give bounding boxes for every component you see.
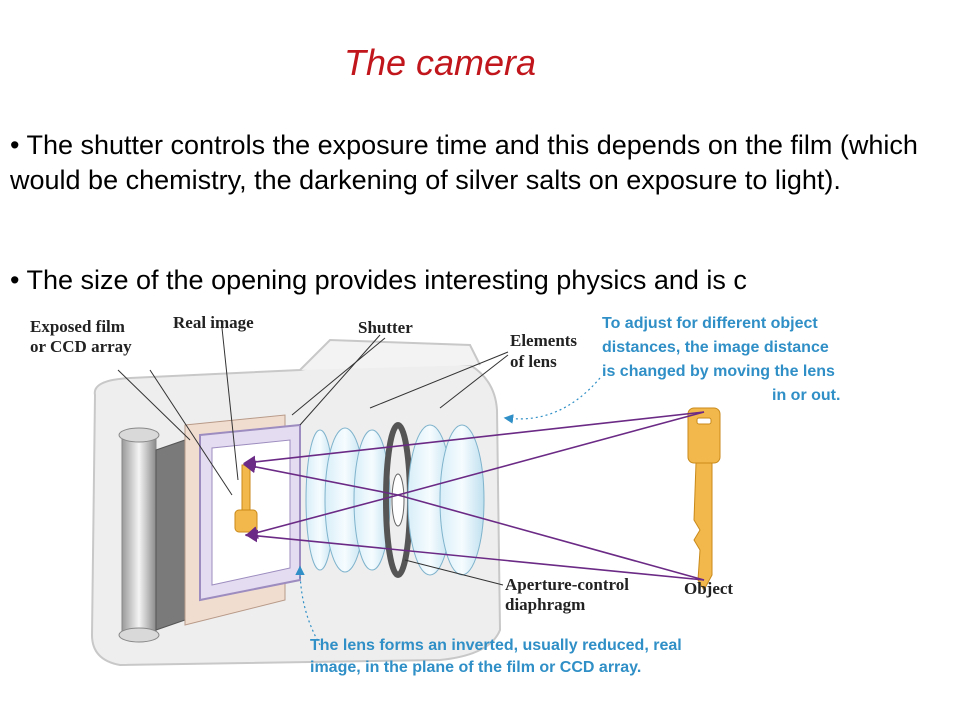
slide-title: The camera <box>343 42 537 83</box>
film-strip <box>155 439 186 631</box>
caption-adjust-2: distances, the image distance <box>602 339 829 356</box>
label-exposed-film-1: Exposed film <box>30 317 125 336</box>
film-canister <box>118 427 160 643</box>
label-real-image: Real image <box>173 313 254 332</box>
label-aperture-2: diaphragm <box>505 595 585 614</box>
caption-adjust-4: in or out. <box>772 387 840 404</box>
label-aperture-1: Aperture-control <box>505 575 629 594</box>
bullet-opening: • The size of the opening provides inter… <box>10 265 747 295</box>
light-rays <box>242 411 705 581</box>
object-key-icon <box>687 407 721 592</box>
bullet-shutter: • The shutter controls the exposure time… <box>10 130 918 195</box>
caption-adjust-1: To adjust for different object <box>602 315 818 332</box>
label-shutter: Shutter <box>358 318 413 337</box>
label-exposed-film-2: or CCD array <box>30 337 132 356</box>
caption-lens-2: image, in the plane of the film or CCD a… <box>310 659 641 676</box>
label-elements-2: of lens <box>510 352 557 371</box>
caption-lens-1: The lens forms an inverted, usually redu… <box>310 637 682 654</box>
camera-diagram: Exposed film or CCD array Real image Shu… <box>30 313 840 676</box>
caption-adjust-3: is changed by moving the lens <box>602 363 835 380</box>
lens-assembly <box>305 422 485 578</box>
label-elements-1: Elements <box>510 331 577 350</box>
label-object: Object <box>684 579 733 598</box>
